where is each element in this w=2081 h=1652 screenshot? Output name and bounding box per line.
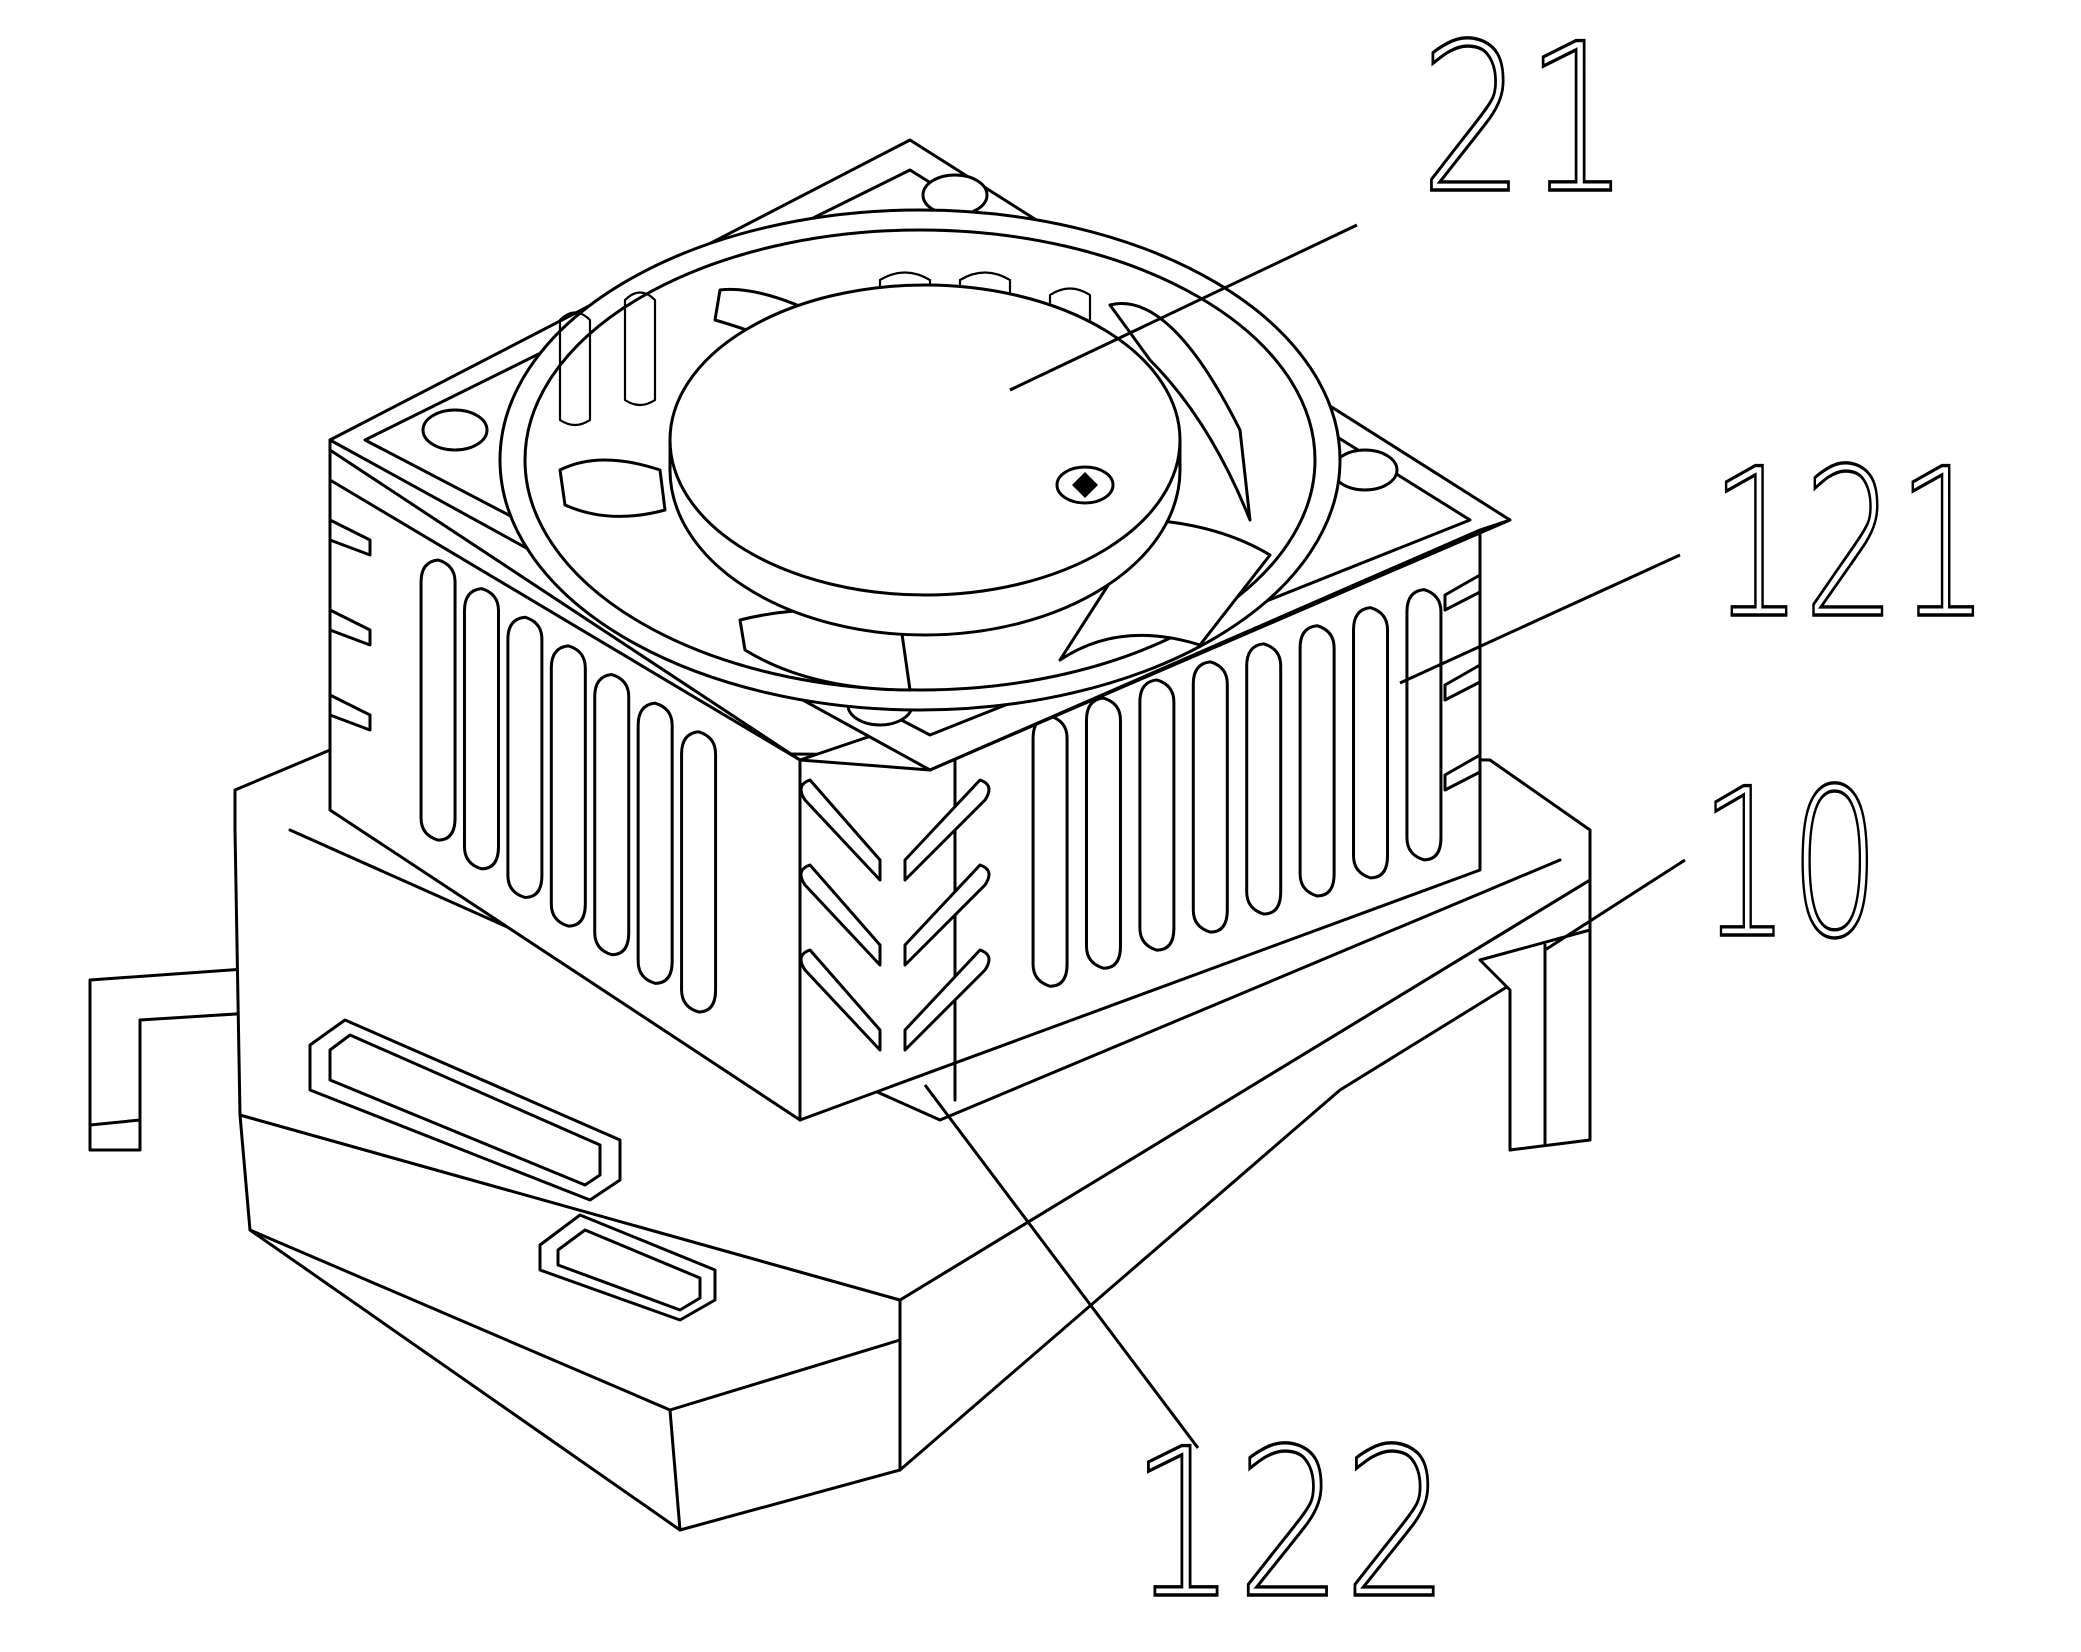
fan-blade — [560, 460, 665, 516]
cooling-slot — [1354, 608, 1388, 878]
cooling-slot — [1193, 662, 1227, 932]
cooling-slot — [1407, 590, 1441, 860]
cooling-slot — [682, 732, 716, 1012]
cooling-slot — [1033, 716, 1067, 986]
cooling-slot — [508, 617, 542, 897]
cooling-slot — [1140, 680, 1174, 950]
cooling-slot — [638, 703, 672, 983]
cooling-slot — [1247, 644, 1281, 914]
cooling-slot — [1300, 626, 1334, 896]
right-support-leg — [1480, 930, 1590, 1150]
ref-label-10: 10 — [1700, 746, 1880, 984]
mounting-hole-right — [1333, 450, 1397, 490]
cooling-slot — [464, 589, 498, 869]
mounting-hole-left — [423, 410, 487, 450]
cooling-slot — [421, 560, 455, 840]
cooling-slot — [595, 675, 629, 955]
ref-label-122: 122 — [1130, 1406, 1450, 1644]
cooling-slot — [551, 646, 585, 926]
fan-hub-top — [670, 285, 1180, 595]
ref-label-121: 121 — [1710, 426, 1990, 664]
ref-label-21: 21 — [1420, 1, 1630, 239]
cooling-slot — [1086, 698, 1120, 968]
